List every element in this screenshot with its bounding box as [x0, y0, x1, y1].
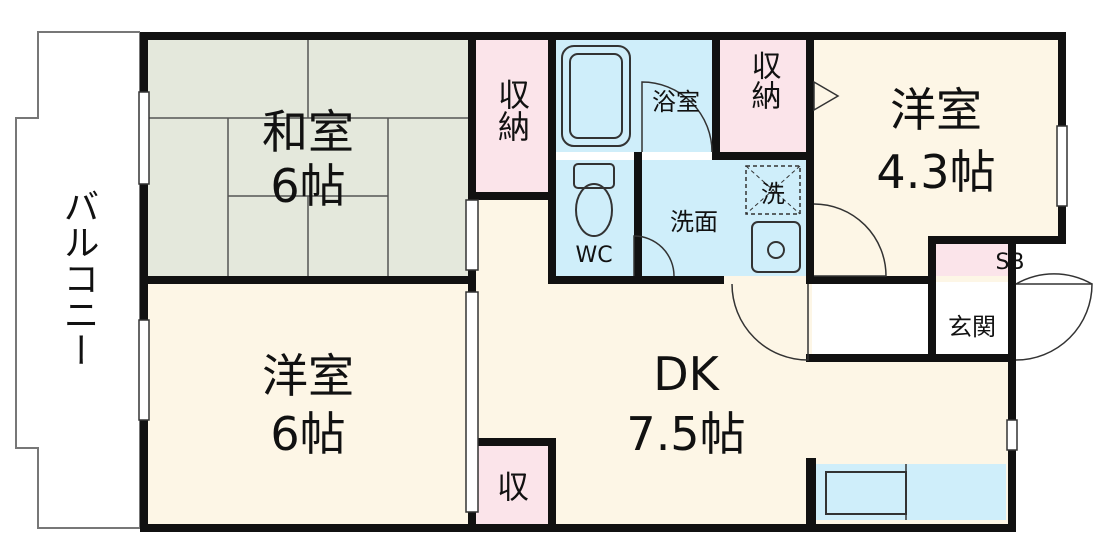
- closet-small-label: 収: [497, 468, 529, 506]
- balcony-label: バルコニー: [58, 188, 99, 368]
- bathtub-inner: [569, 53, 623, 139]
- bedroom-door-arc: [813, 203, 887, 277]
- fixtures: [561, 45, 1093, 520]
- balcony-outline: [15, 31, 140, 529]
- laundry-label: 洗: [761, 180, 785, 208]
- washroom-floor: [556, 160, 806, 276]
- toilet-label: WC: [575, 243, 612, 268]
- kitchen-counter: [816, 464, 1006, 520]
- yoshitsu-small-name: 洋室: [890, 83, 982, 137]
- toilet-tank: [573, 163, 615, 189]
- closet-small-floor: [476, 446, 550, 524]
- bath-door-arc: [641, 81, 713, 153]
- front-door-top: [1015, 273, 1093, 285]
- yoshitsu-main-size: 6帖: [270, 407, 345, 461]
- windows: [138, 91, 1068, 513]
- front-door-arc: [1015, 283, 1093, 361]
- entrance-label: 玄関: [948, 313, 996, 341]
- dk-door-arc: [731, 283, 809, 361]
- tatami-grid: [148, 40, 468, 276]
- entrance-floor: [812, 282, 1008, 358]
- closet-washitsu-label: 収納: [493, 78, 531, 142]
- bathroom-floor: [556, 40, 712, 152]
- dk-name: DK: [653, 347, 720, 401]
- washitsu-size: 6帖: [270, 159, 345, 213]
- bathroom-label: 浴室: [652, 88, 700, 116]
- closet-door-mark: [813, 80, 840, 112]
- washroom-label: 洗面: [670, 208, 718, 236]
- yoshitsu-main-floor: [148, 284, 468, 524]
- laundry-pan: [745, 165, 801, 215]
- yoshitsu-main-name: 洋室: [262, 349, 354, 403]
- yoshitsu-small-floor: [812, 40, 1058, 236]
- bathtub-outline: [561, 45, 631, 147]
- washitsu-name: 和室: [262, 105, 354, 159]
- toilet-bowl: [575, 183, 613, 237]
- wc-door-arc: [633, 235, 675, 277]
- dk-size: 7.5帖: [626, 407, 745, 461]
- shoebox-label: SB: [995, 250, 1024, 275]
- closet-washitsu-floor: [476, 40, 548, 192]
- wash-basin: [751, 221, 801, 273]
- shoebox-floor: [936, 244, 1008, 276]
- closet-bath-floor: [720, 40, 806, 152]
- yoshitsu-small-size: 4.3帖: [876, 145, 995, 199]
- closet-bath-label: 収納: [746, 50, 782, 110]
- basin-drain: [767, 241, 785, 259]
